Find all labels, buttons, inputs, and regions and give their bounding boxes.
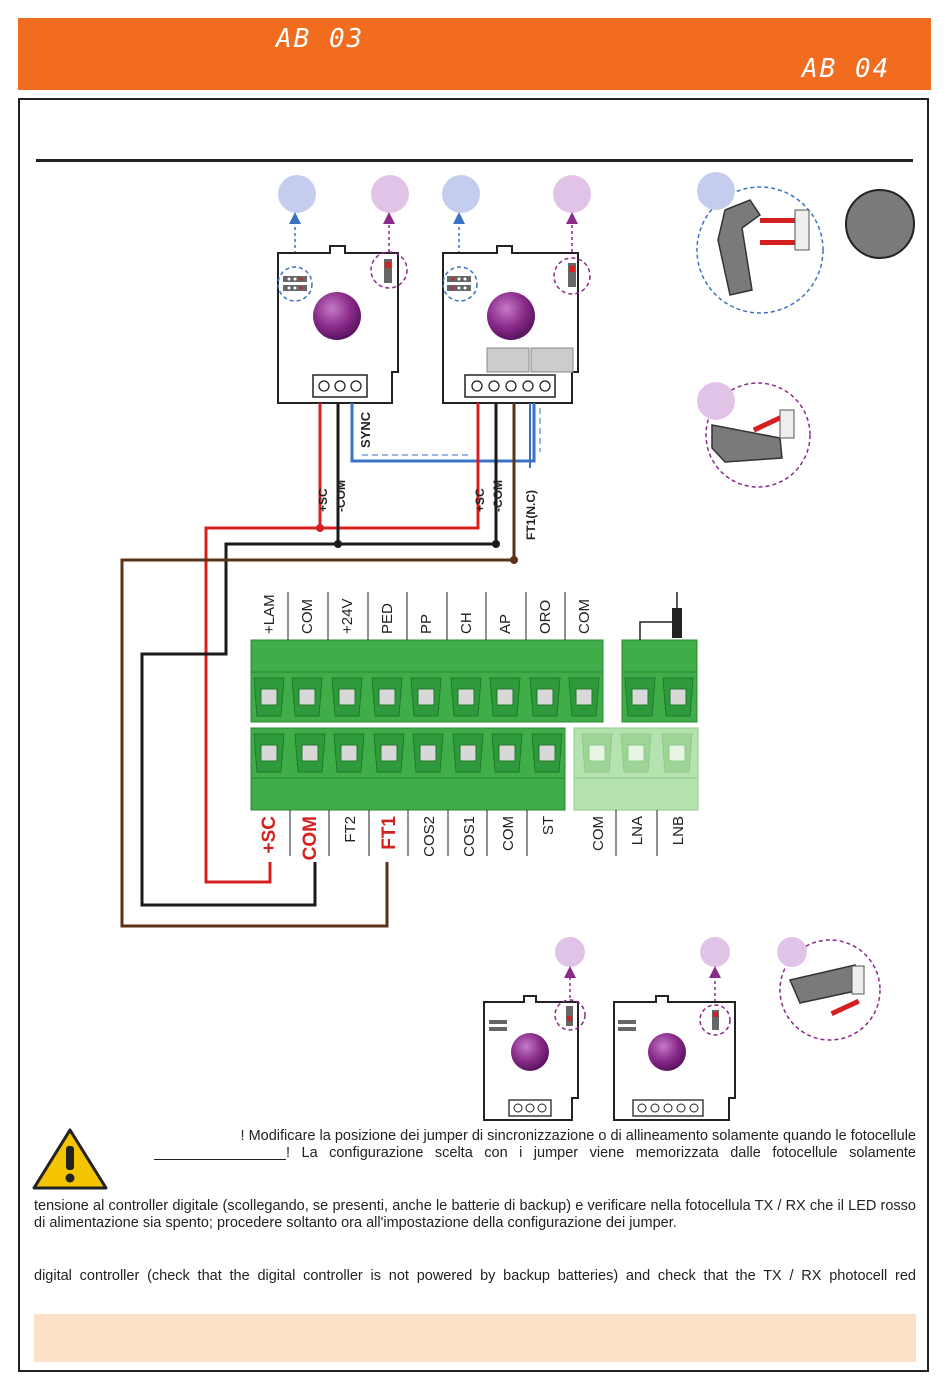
terminal-bottom-label: COM: [300, 816, 321, 860]
bottom-screws: [253, 733, 693, 773]
terminal-bottom-label: COS1: [461, 816, 478, 857]
photocell-left: [277, 245, 408, 404]
photocell-lens: [313, 292, 361, 340]
indicator-circles-top: [278, 175, 591, 213]
terminal-bottom-label: COS2: [421, 816, 438, 857]
terminal-bottom-right-label: COM: [590, 816, 607, 851]
warning-line-1: ! Modificare la posizione dei jumper di …: [240, 1128, 916, 1144]
wire-label-sc-left: +SC: [316, 488, 330, 512]
terminal-bottom-right-label: LNB: [670, 816, 687, 845]
wire-label-sc-right: +SC: [473, 488, 487, 512]
sync-indicator-2: [442, 175, 480, 213]
wire-label-com-right: -COM: [491, 480, 505, 512]
terminal-top-label: CH: [458, 612, 475, 634]
align-indicator-1: [371, 175, 409, 213]
header-code-right: AB 04: [802, 54, 891, 84]
header-code-left: AB 03: [276, 24, 365, 54]
paragraph-english: digital controller (check that the digit…: [34, 1268, 916, 1284]
terminal-top-label: COM: [576, 599, 593, 634]
jumper-detail-bottom: [777, 937, 881, 1041]
wire-label-ft1: FT1(N.C): [524, 490, 538, 540]
terminal-bottom-right-label: LNA: [629, 816, 646, 845]
jumper-detail-sync: [696, 172, 915, 314]
page-header: AB 03 AB 04: [18, 18, 931, 90]
wire-label-com-left: -COM: [334, 480, 348, 512]
terminal-bottom-label: ST: [540, 816, 557, 835]
terminal-top-label: +24V: [339, 599, 356, 634]
terminal-bottom-label: FT1: [379, 816, 400, 850]
warning-line-2: ! La configurazione scelta con i jumper …: [286, 1145, 916, 1161]
terminal-bottom-label: FT2: [342, 816, 359, 843]
terminal-top-label: AP: [497, 614, 514, 634]
terminal-top-label: ORO: [537, 600, 554, 634]
grey-disc: [845, 189, 915, 259]
photocell-bottom-right: [613, 995, 736, 1121]
wires: [120, 403, 541, 928]
wire-labels: SYNC +SC -COM +SC -COM FT1(N.C): [316, 411, 538, 540]
terminal-bottom-label: +SC: [259, 816, 280, 854]
sync-indicator-1: [278, 175, 316, 213]
sync-label: SYNC: [358, 411, 373, 448]
blank-underline: [154, 1159, 286, 1160]
photocell-right: [442, 245, 591, 404]
terminal-top-labels: +LAM COM +24V PED PP CH AP ORO COM: [261, 592, 593, 640]
terminal-bottom-label: COM: [500, 816, 517, 851]
photocell-bottom-left: [483, 995, 586, 1121]
terminal-top-label: PP: [418, 614, 435, 634]
content-frame: [18, 98, 929, 1372]
title-rule: [36, 159, 913, 162]
align-indicator-2: [553, 175, 591, 213]
terminal-bottom-labels: +SC COM FT2 FT1 COS2 COS1 COM ST COM LNA LNB: [259, 810, 687, 860]
terminal-top-label: COM: [299, 599, 316, 634]
jumper-detail-align: [697, 382, 811, 488]
terminal-top-label: +LAM: [261, 594, 278, 634]
terminal-top-label: PED: [379, 603, 396, 634]
paragraph-italian: tensione al controller digitale (scolleg…: [34, 1198, 916, 1231]
warning-triangle-icon: [32, 1128, 108, 1190]
photocell-lens: [487, 292, 535, 340]
note-bar: [34, 1314, 916, 1362]
indicator-circles-bottom: [555, 937, 730, 1008]
top-screws: [253, 677, 694, 717]
